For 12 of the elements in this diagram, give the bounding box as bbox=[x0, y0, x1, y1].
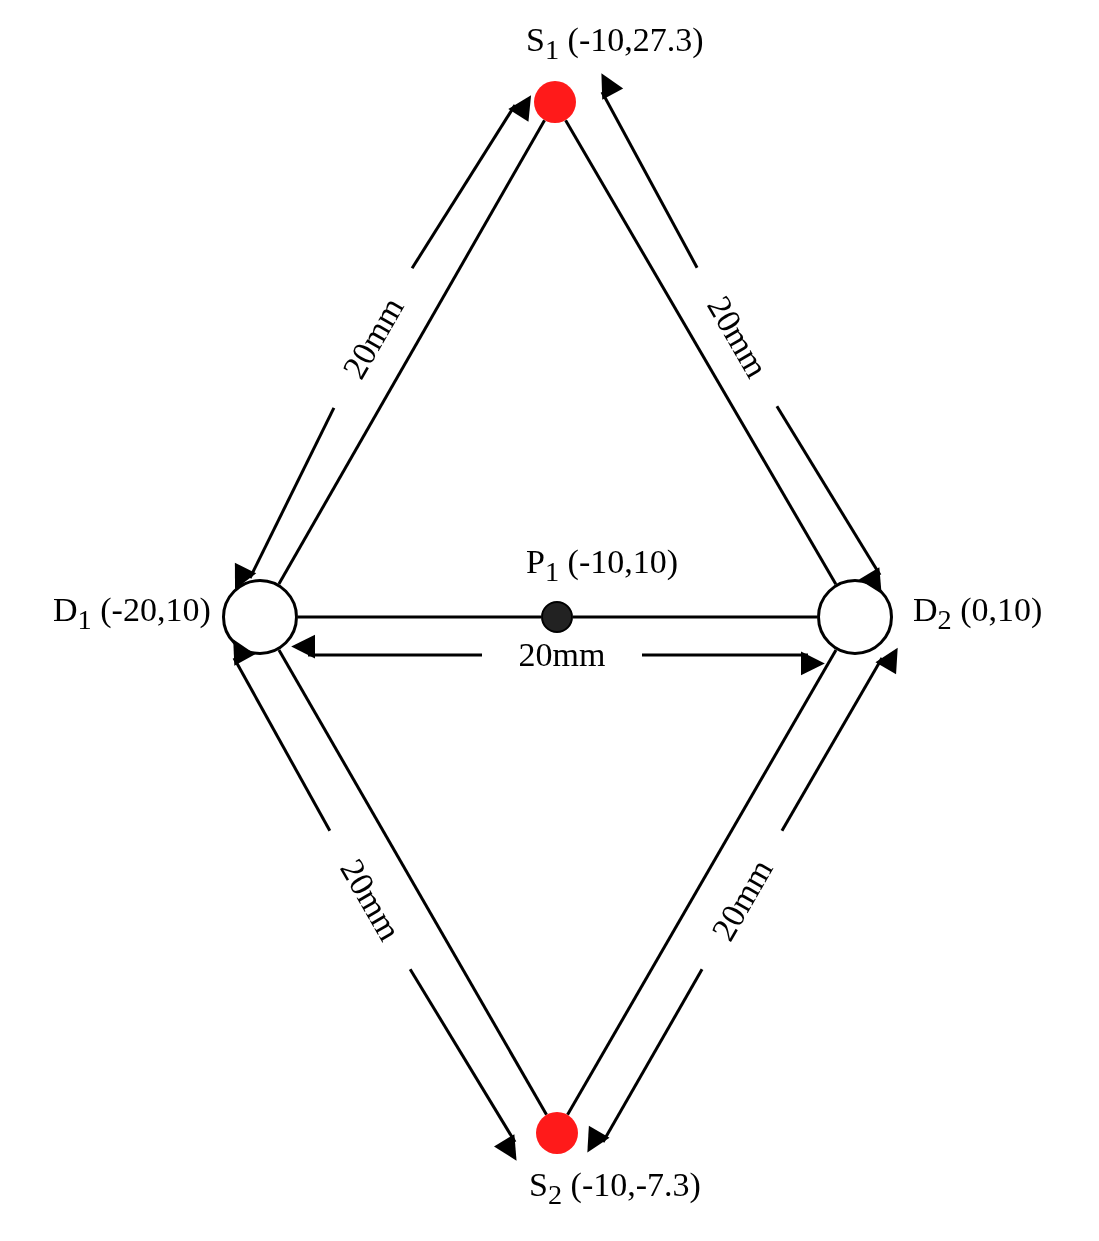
dimension-label: 20mm bbox=[518, 636, 606, 674]
point-label: P$_{1}$ (-10,10) bbox=[526, 542, 679, 589]
connector-line bbox=[566, 649, 838, 1116]
point-label: D$_{2}$ (0,10) bbox=[913, 590, 1043, 637]
connector-line bbox=[573, 615, 817, 619]
point-label: D$_{1}$ (-20,10) bbox=[53, 590, 211, 637]
point-label: S$_{1}$ (-10,27.3) bbox=[526, 20, 704, 67]
point-label: S$_{2}$ (-10,-7.3) bbox=[529, 1165, 701, 1212]
connector-line bbox=[277, 649, 548, 1116]
connector-line bbox=[277, 119, 546, 585]
connector-line bbox=[298, 615, 541, 619]
connector-line bbox=[564, 119, 838, 585]
